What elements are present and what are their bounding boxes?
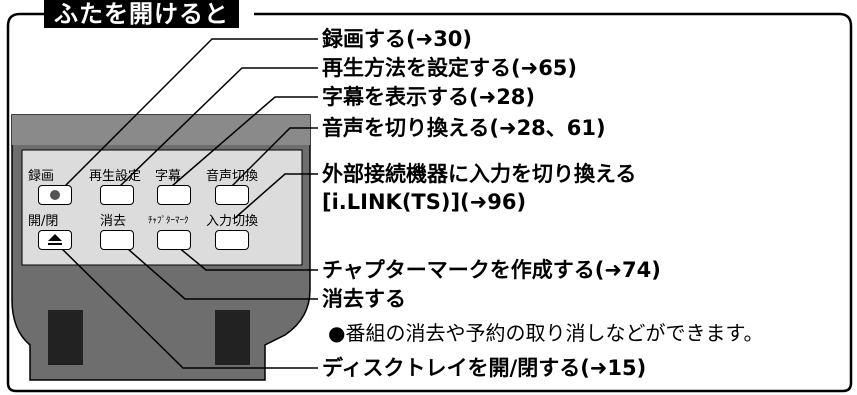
chapter-mark-button[interactable]	[157, 230, 191, 250]
line-audio	[231, 127, 318, 187]
remote-foot-right	[215, 310, 250, 365]
callout-playback: 再生方法を設定する(➜65)	[322, 56, 578, 80]
callout-audio: 音声を切り換える(➜28、61)	[322, 116, 606, 140]
callout-erase: 消去する	[322, 287, 406, 311]
line-subtitle	[171, 96, 318, 187]
remote-top-band	[12, 115, 310, 145]
callout-erase-note: ●番組の消去や予約の取り消しなどができます。	[328, 321, 764, 345]
callout-input-line1: 外部接続機器に入力を切り換える	[322, 162, 637, 186]
rec-dot-icon	[50, 190, 60, 200]
subtitle-button[interactable]	[157, 185, 191, 205]
section-tab: ふたを開けると	[44, 0, 239, 28]
callout-chapter: チャプターマークを作成する(➜74)	[322, 258, 661, 282]
callout-subtitle: 字幕を表示する(➜28)	[322, 85, 536, 109]
audio-switch-button[interactable]	[215, 185, 249, 205]
callout-input-line2: [i.LINK(TS)](➜96)	[322, 190, 527, 214]
erase-button[interactable]	[100, 230, 134, 250]
remote-label-open-close: 開/閉	[28, 214, 59, 229]
eject-button[interactable]	[38, 230, 72, 250]
input-switch-button[interactable]	[215, 230, 249, 250]
remote-label-playback-setting: 再生設定	[89, 169, 142, 184]
remote-label-rec: 録画	[28, 169, 55, 184]
eject-icon	[48, 234, 62, 241]
remote-foot-left	[48, 310, 83, 365]
callout-eject: ディスクトレイを開/閉する(➜15)	[322, 356, 647, 380]
remote-label-audio: 音声切換	[206, 169, 259, 184]
playback-setting-button[interactable]	[100, 185, 134, 205]
line-eject	[54, 241, 318, 369]
rec-button[interactable]	[38, 185, 72, 205]
remote-label-subtitle: 字幕	[155, 169, 182, 184]
line-erase	[119, 241, 318, 300]
callout-rec: 録画する(➜30)	[322, 27, 473, 51]
line-input	[234, 173, 318, 219]
outer-frame	[6, 12, 853, 393]
remote-label-chapter-mark: ﾁｬﾌﾟﾀｰﾏｰｸ	[148, 216, 189, 226]
line-playback	[119, 67, 318, 187]
remote-label-erase: 消去	[100, 214, 127, 229]
eject-bar-icon	[48, 243, 62, 245]
line-rec	[54, 38, 318, 197]
remote-label-input-switch: 入力切換	[206, 214, 259, 229]
line-chapter	[171, 241, 318, 271]
